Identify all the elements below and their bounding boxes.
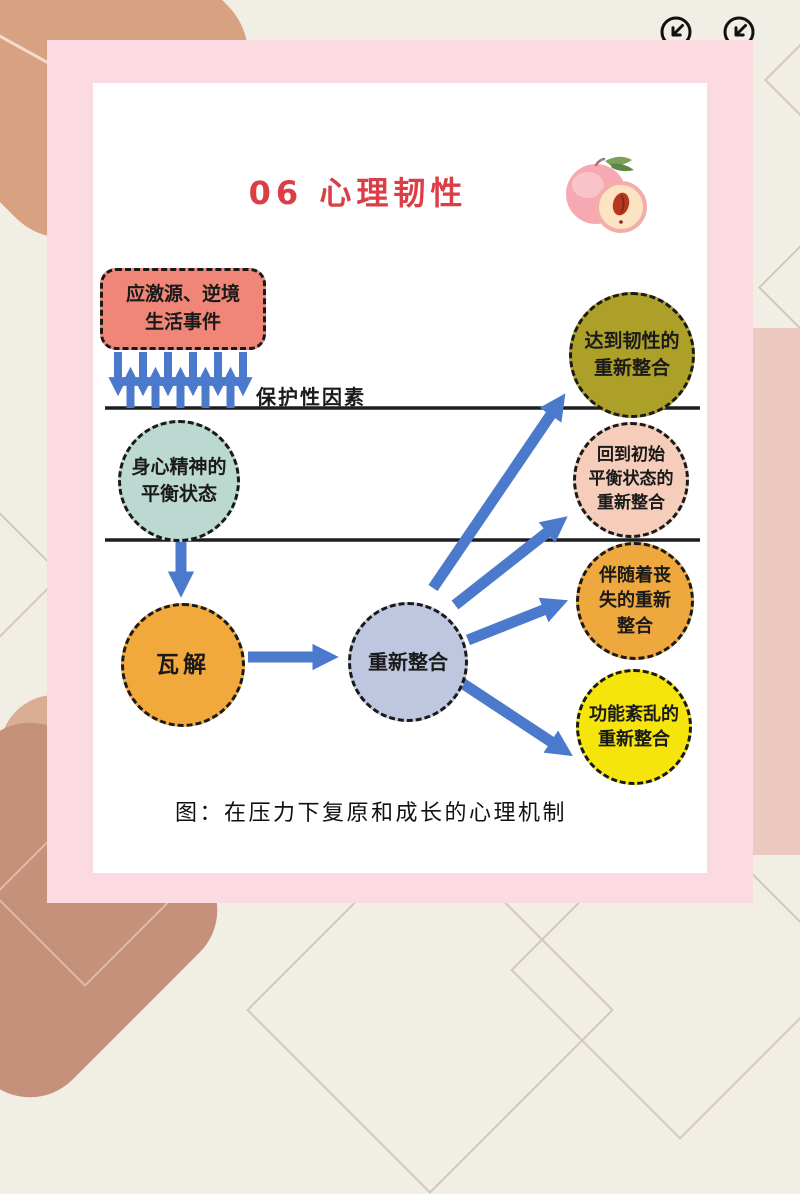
to-baseline-arrow xyxy=(451,516,568,610)
peach-icon xyxy=(566,156,647,233)
node-baseline-reintegration: 回到初始 平衡状态的 重新整合 xyxy=(573,422,689,538)
page-title: 06 心理韧性 xyxy=(248,174,468,212)
to-loss-arrow xyxy=(465,597,569,646)
protective-factors-label: 保护性因素 xyxy=(256,385,366,409)
content-card: 06 心理韧性 xyxy=(93,83,707,873)
to-resilient-arrow xyxy=(428,393,566,592)
to-dysfunctional-arrow xyxy=(458,678,573,757)
figure-caption: 图：在压力下复原和成长的心理机制 xyxy=(175,801,568,826)
node-dysfunctional-reintegration: 功能紊乱的 重新整合 xyxy=(576,669,692,785)
bg-diamond-outline xyxy=(763,0,800,187)
node-balance: 身心精神的 平衡状态 xyxy=(118,420,240,542)
node-reintegration: 重新整合 xyxy=(348,602,468,722)
node-reintegration-with-loss: 伴随着丧 失的重新 整合 xyxy=(576,542,694,660)
stressor-down-arrows xyxy=(108,352,253,397)
node-disintegration: 瓦解 xyxy=(121,603,245,727)
node-resilient-reintegration: 达到韧性的 重新整合 xyxy=(569,292,695,418)
bg-rect-right xyxy=(753,328,800,855)
pink-frame: 06 心理韧性 xyxy=(47,40,753,903)
protective-up-arrows xyxy=(120,366,241,408)
stressor-box: 应激源、逆境 生活事件 xyxy=(100,268,266,350)
